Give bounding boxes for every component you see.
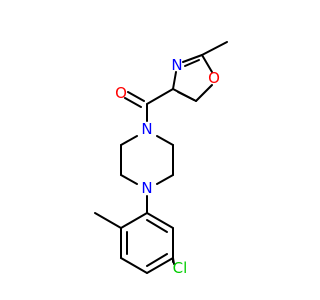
bond-aryl-chloro-ext	[172, 257, 175, 265]
bond-oxazole-o-c2	[201, 54, 213, 73]
bonds	[94, 41, 228, 274]
atom-n-piperazine-bottom: N	[141, 179, 152, 197]
atom-o-carbonyl: O	[115, 84, 127, 102]
bond-benz-c4-c5	[146, 257, 174, 274]
bond-pip-n4-c5	[120, 174, 138, 185]
bond-carbonyl-double-2	[124, 97, 142, 108]
bond-pip-n1-c2	[156, 135, 174, 146]
bond-benz-c6-c1-inner	[146, 219, 168, 233]
atom-cl: Cl	[173, 259, 188, 277]
bond-oxazole-methyl	[201, 41, 228, 56]
atom-n-piperazine-top: N	[141, 120, 152, 138]
bond-benz-c6-c1	[146, 212, 174, 229]
atom-labels: O N O N N Cl	[115, 56, 220, 277]
bond-carbonyl-oxazole	[146, 88, 174, 105]
bond-pip-c3-n4	[156, 174, 174, 185]
bond-benz-c1-c2	[120, 212, 148, 229]
bond-oxazole-c4-c5-inner	[177, 91, 195, 101]
atom-o-oxazole: O	[208, 69, 220, 87]
molecule-structure: O N O N N Cl	[94, 41, 228, 277]
atom-n-oxazole: N	[171, 56, 182, 74]
bond-oxazole-n-c4	[172, 71, 177, 90]
bond-oxazole-c2-n	[182, 54, 203, 63]
bond-carbonyl-double-1	[127, 91, 145, 102]
bond-benz-c4-c5-inner	[146, 253, 168, 267]
bond-oxazole-c2-n-inner	[184, 59, 200, 67]
bond-benz-c3-c4	[120, 257, 148, 274]
bond-aryl-methyl	[94, 212, 122, 229]
bond-oxazole-c5-o	[195, 84, 213, 102]
bond-pip-c6-n1	[120, 135, 138, 146]
